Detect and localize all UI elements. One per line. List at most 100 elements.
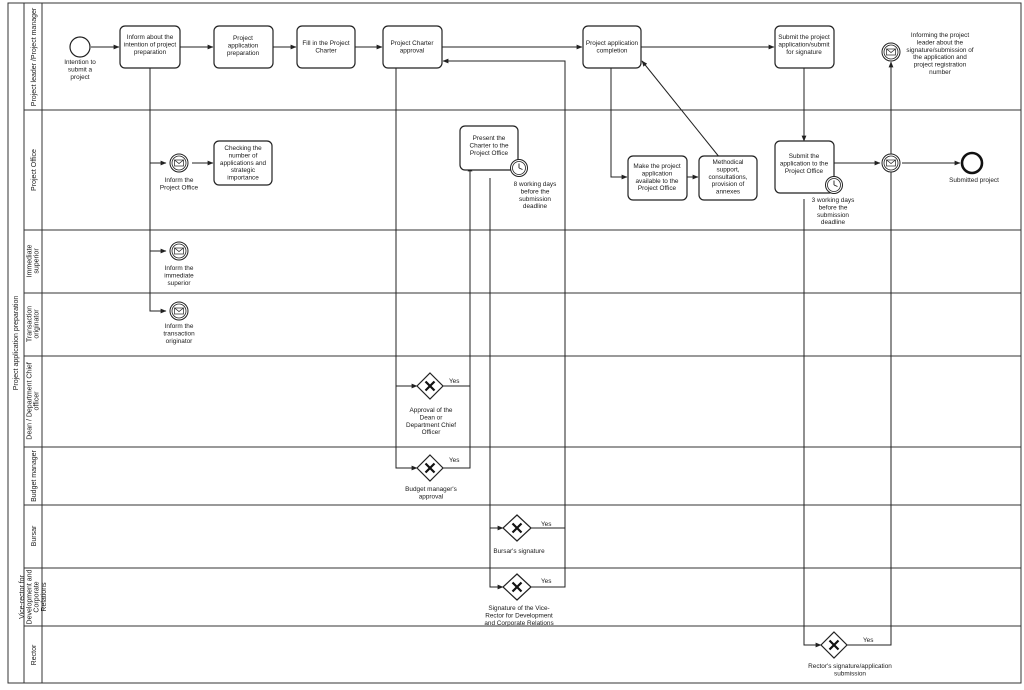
gateway-vice-rector-signature-label: Signature of the Vice-Rector for Develop… (484, 605, 553, 627)
text-line: 8 working days (514, 181, 557, 188)
flow-to-budget-gateway (395, 386, 418, 471)
text-line: Charter to the (469, 142, 509, 149)
text-line: Project Office (160, 184, 199, 191)
lane-label-bursar: Bursar (31, 525, 38, 546)
flow-rector-yes-to-inform-leader (847, 61, 894, 646)
lane-label-rector: Rector (31, 644, 38, 665)
text-line: provision of (712, 181, 745, 188)
lane-labels: Project leader /Project manager Project … (19, 7, 48, 665)
flow-t11-to-rector-gateway (803, 199, 822, 648)
lane-label-line: officer (34, 391, 41, 411)
envelope-icon (174, 159, 184, 167)
text-line: before the (521, 188, 550, 195)
flow-t10-back-to-t5 (641, 60, 721, 159)
gateway-vice-rector-yes: Yes (541, 578, 551, 585)
message-project-office-intermediate (881, 153, 901, 173)
text-line: application (642, 170, 673, 177)
flow-budget-yes (443, 386, 471, 469)
text-line: Department Chief (406, 422, 456, 429)
text-line: Budget manager's (405, 486, 457, 493)
text-line: Present the (473, 135, 506, 142)
text-line: Methodical (713, 159, 744, 166)
sequence-flows (91, 44, 961, 648)
text-line: intention of project (124, 41, 176, 48)
text-line: application to the (780, 160, 829, 167)
text-line: Project Office (638, 185, 677, 192)
text-line: deadline (821, 219, 846, 226)
text-line: Project Charter (391, 40, 435, 47)
envelope-icon (886, 159, 896, 167)
flow-t1-to-inform-po (149, 68, 167, 166)
text-line: approval (400, 47, 425, 54)
text-line: Submit the (789, 153, 820, 160)
text-line: signature/submission of (906, 47, 973, 54)
text-line: preparation (227, 50, 260, 57)
text-line: Approval of the (410, 407, 453, 414)
text-line: available to the (636, 178, 679, 185)
text-line: importance (227, 175, 259, 182)
lane-label-line: Transaction (26, 306, 33, 342)
text-line: Fill in the Project (302, 40, 349, 47)
flow-dean-yes-to-present (443, 165, 473, 387)
text-line: Charter (315, 47, 337, 54)
text-line: completion (597, 47, 628, 54)
lane-dividers (24, 109, 1021, 627)
text-line: Project application (586, 40, 639, 47)
lane-label-line: Development and (26, 569, 33, 624)
text-line: Informing the project (911, 32, 969, 39)
lane-label-line: superior (34, 248, 41, 274)
text-line: Project Office (785, 168, 824, 175)
text-line: approval (419, 493, 444, 500)
text-line: 3 working days (812, 197, 855, 204)
envelope-icon (174, 307, 184, 315)
text-line: preparation (134, 49, 167, 56)
text-line: support, (716, 166, 739, 173)
text-line: number (929, 69, 952, 76)
text-line: Project Office (470, 150, 509, 157)
text-line: Intention to (64, 59, 96, 66)
pool-frame (7, 2, 1022, 684)
text-line: the application and (913, 54, 967, 61)
text-line: Rector's signature/application (808, 663, 892, 670)
lane-label-line: Immediate (26, 245, 33, 278)
lane-label-budget-manager: Budget manager (31, 449, 38, 501)
text-line: Project (233, 35, 253, 42)
text-line: submission (834, 670, 866, 677)
envelope-icon (886, 48, 896, 56)
text-line: application/submit (778, 41, 829, 48)
text-line: Bursar's signature (493, 548, 545, 555)
text-line: leader about the (917, 39, 964, 46)
